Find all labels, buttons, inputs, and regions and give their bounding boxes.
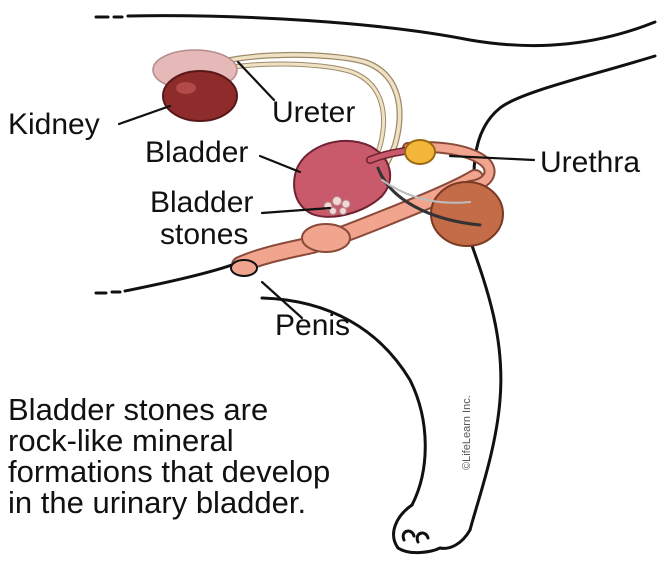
caption-line: Bladder stones are	[8, 392, 268, 427]
kidney-label: Kidney	[8, 108, 100, 141]
thigh-line	[474, 56, 655, 220]
belly-line	[125, 262, 240, 291]
penis-label: Penis	[275, 309, 350, 342]
kidney-leader	[119, 106, 170, 124]
paw	[394, 505, 470, 553]
belly-dash	[96, 292, 120, 293]
penis-tip	[231, 260, 257, 276]
bladder-stone	[340, 208, 347, 215]
bladder-leader	[260, 156, 300, 172]
ureter-leader	[238, 62, 274, 100]
urethra-label: Urethra	[540, 146, 640, 179]
bladder-stones-label-line2: stones	[160, 218, 248, 251]
kidney	[153, 50, 237, 121]
caption-line: rock-like mineral	[8, 423, 234, 458]
paw-toes	[403, 531, 428, 542]
kidney-body	[163, 71, 237, 121]
bladder-label: Bladder	[145, 136, 248, 169]
kidney-highlight	[176, 82, 196, 94]
penis-bulb	[302, 224, 350, 252]
urethra-leader	[450, 156, 534, 160]
bladder-stone	[342, 200, 350, 208]
seminal-gland	[405, 140, 435, 164]
caption: Bladder stones are rock-like mineral for…	[8, 392, 330, 520]
back-line	[128, 16, 655, 46]
bladder-stones-label-line1: Bladder	[150, 186, 253, 219]
caption-line: in the urinary bladder.	[8, 485, 306, 520]
copyright-text: ©LifeLearn Inc.	[461, 395, 473, 470]
bladder-stone	[333, 197, 342, 206]
ureter-label: Ureter	[272, 96, 355, 129]
prostate	[431, 182, 503, 246]
caption-line: formations that develop	[8, 454, 330, 489]
rear-leg-back	[470, 240, 501, 530]
